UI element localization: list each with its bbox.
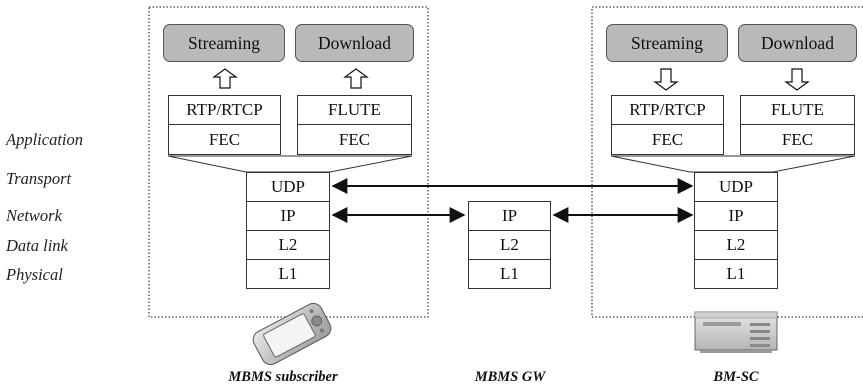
- subscriber-streaming-up-arrow: [212, 68, 238, 89]
- bmsc-caption: BM-SC: [713, 369, 759, 385]
- subscriber-l1: L1: [246, 259, 330, 289]
- layer-label-data-link: Data link: [6, 236, 68, 255]
- bmsc-download-down-arrow: [784, 68, 810, 91]
- server-icon: [694, 311, 778, 353]
- subscriber-download-app: Download: [295, 24, 414, 62]
- layer-label-application: Application: [6, 130, 83, 149]
- bmsc-ip: IP: [694, 201, 778, 231]
- bmsc-flute: FLUTE: [740, 95, 855, 125]
- bmsc-fec-1: FEC: [611, 124, 724, 155]
- bmsc-fec-2: FEC: [740, 124, 855, 155]
- subscriber-flute: FLUTE: [297, 95, 412, 125]
- gateway-l2: L2: [468, 230, 551, 260]
- bmsc-rtp-rtcp: RTP/RTCP: [611, 95, 724, 125]
- bmsc-l2: L2: [694, 230, 778, 260]
- bmsc-funnel: [610, 155, 856, 173]
- subscriber-fec-2: FEC: [297, 124, 412, 155]
- layer-label-transport: Transport: [6, 169, 72, 188]
- subscriber-l2: L2: [246, 230, 330, 260]
- bmsc-streaming-app: Streaming: [606, 24, 728, 62]
- subscriber-streaming-app: Streaming: [163, 24, 285, 62]
- gateway-caption: MBMS GW: [474, 369, 546, 385]
- bmsc-download-app: Download: [738, 24, 857, 62]
- subscriber-rtp-rtcp: RTP/RTCP: [168, 95, 281, 125]
- layer-label-physical: Physical: [6, 265, 63, 284]
- bmsc-l1: L1: [694, 259, 778, 289]
- bmsc-streaming-down-arrow: [653, 68, 679, 91]
- subscriber-fec-1: FEC: [168, 124, 281, 155]
- subscriber-funnel: [167, 155, 413, 173]
- gateway-l1: L1: [468, 259, 551, 289]
- gateway-ip: IP: [468, 201, 551, 231]
- subscriber-ip: IP: [246, 201, 330, 231]
- bmsc-udp: UDP: [694, 172, 778, 202]
- pda-icon: [252, 302, 332, 366]
- subscriber-udp: UDP: [246, 172, 330, 202]
- subscriber-download-up-arrow: [343, 68, 369, 89]
- layer-label-network: Network: [6, 206, 62, 225]
- subscriber-caption: MBMS subscriber: [228, 369, 338, 385]
